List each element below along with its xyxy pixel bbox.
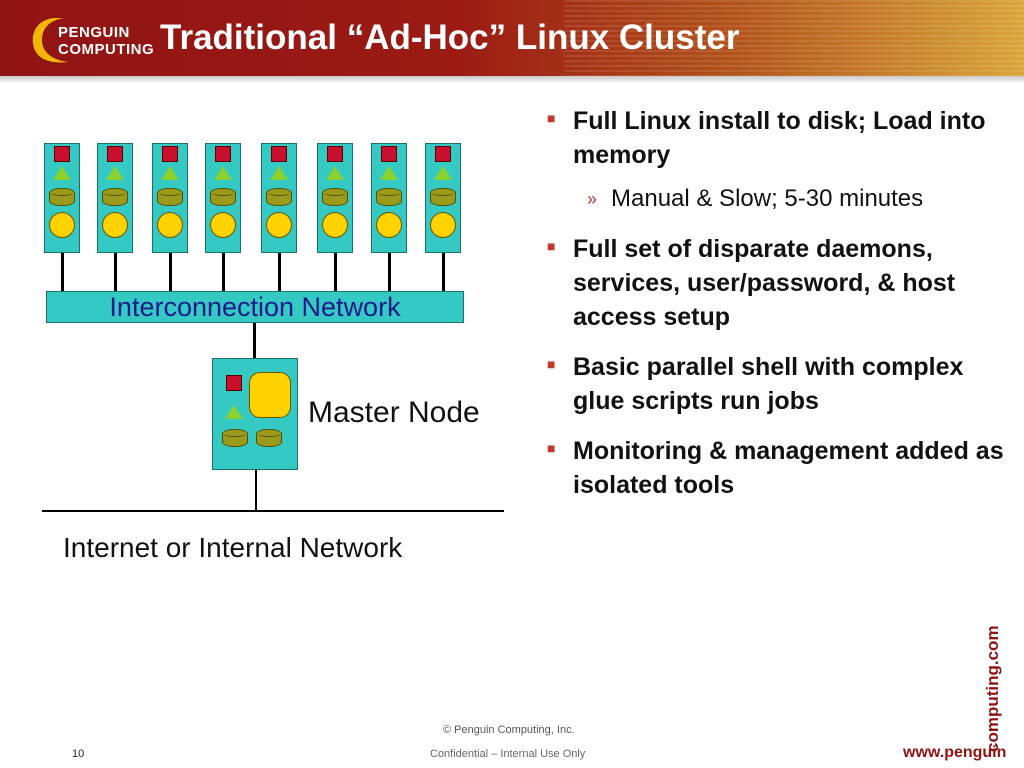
page-number: 10 <box>72 748 85 760</box>
bullet-text: Full set of disparate daemons, services,… <box>573 235 956 331</box>
node-cpu-square-icon <box>215 146 231 162</box>
master-node <box>212 358 298 470</box>
node-link-line <box>61 253 64 291</box>
node-triangle-icon <box>161 166 179 180</box>
slide-title: Traditional “Ad-Hoc” Linux Cluster <box>160 18 740 57</box>
node-processor-icon <box>157 212 183 238</box>
bullet-text: Basic parallel shell with complex glue s… <box>573 353 964 415</box>
node-disk-icon <box>102 188 128 206</box>
node-cpu-square-icon <box>107 146 123 162</box>
website-vertical-text: computing.com <box>983 625 1002 752</box>
node-cpu-square-icon <box>271 146 287 162</box>
node-triangle-icon <box>380 166 398 180</box>
bullet-item: ■ Monitoring & management added as isolat… <box>545 434 1005 502</box>
bullet-text: Full Linux install to disk; Load into me… <box>573 107 986 169</box>
node-link-line <box>334 253 337 291</box>
node-triangle-icon <box>53 166 71 180</box>
bullet-item: ■ Full set of disparate daemons, services… <box>545 232 1005 334</box>
node-link-line <box>222 253 225 291</box>
compute-node <box>97 143 133 253</box>
slide-header: PENGUIN COMPUTING Traditional “Ad-Hoc” L… <box>0 0 1024 76</box>
node-processor-icon <box>102 212 128 238</box>
node-triangle-icon <box>214 166 232 180</box>
website-text: www.penguin <box>903 744 1007 761</box>
compute-node <box>317 143 353 253</box>
node-link-line <box>388 253 391 291</box>
node-link-line <box>278 253 281 291</box>
node-cpu-square-icon <box>435 146 451 162</box>
bullet-square-icon: ■ <box>547 110 556 126</box>
node-cpu-square-icon <box>162 146 178 162</box>
internet-network-label: Internet or Internal Network <box>63 532 403 563</box>
logo-text-penguin: PENGUIN <box>58 24 130 41</box>
node-triangle-icon <box>434 166 452 180</box>
node-disk-icon <box>157 188 183 206</box>
compute-node <box>261 143 297 253</box>
master-node-label: Master Node <box>308 396 480 429</box>
copyright-text: © Penguin Computing, Inc. <box>443 724 575 736</box>
master-processor-icon <box>249 372 291 418</box>
header-divider <box>0 76 1024 82</box>
bullet-list: ■ Full Linux install to disk; Load into m… <box>545 104 1005 518</box>
master-triangle-icon <box>225 405 243 419</box>
node-processor-icon <box>322 212 348 238</box>
confidential-text: Confidential – Internal Use Only <box>430 748 586 760</box>
node-processor-icon <box>430 212 456 238</box>
node-cpu-square-icon <box>327 146 343 162</box>
sub-bullet-text: Manual & Slow; 5-30 minutes <box>611 185 924 212</box>
node-triangle-icon <box>326 166 344 180</box>
compute-node <box>44 143 80 253</box>
node-triangle-icon <box>106 166 124 180</box>
node-cpu-square-icon <box>381 146 397 162</box>
compute-node <box>205 143 241 253</box>
bullet-item: ■ Full Linux install to disk; Load into m… <box>545 104 1005 172</box>
node-disk-icon <box>430 188 456 206</box>
interconnection-network-box: Interconnection Network <box>46 291 464 323</box>
master-downlink-line <box>255 470 257 512</box>
node-disk-icon <box>210 188 236 206</box>
node-disk-icon <box>376 188 402 206</box>
bullet-square-icon: ■ <box>547 356 556 372</box>
sub-bullet-item: » Manual & Slow; 5-30 minutes <box>545 184 1005 214</box>
internet-network-line <box>42 510 504 512</box>
node-processor-icon <box>266 212 292 238</box>
node-cpu-square-icon <box>54 146 70 162</box>
node-disk-icon <box>49 188 75 206</box>
penguin-logo: PENGUIN COMPUTING <box>28 14 154 66</box>
master-disk-icon-1 <box>222 429 248 447</box>
logo-text-computing: COMPUTING <box>58 41 155 58</box>
bullet-square-icon: ■ <box>547 238 556 254</box>
node-link-line <box>442 253 445 291</box>
sub-bullet-chevron-icon: » <box>587 189 598 209</box>
master-uplink-line <box>253 323 256 358</box>
node-processor-icon <box>376 212 402 238</box>
master-disk-icon-2 <box>256 429 282 447</box>
compute-node <box>425 143 461 253</box>
logo-swoosh-icon <box>32 18 68 63</box>
bullet-square-icon: ■ <box>547 440 556 456</box>
master-cpu-square-icon <box>226 375 242 391</box>
node-disk-icon <box>322 188 348 206</box>
node-link-line <box>114 253 117 291</box>
header-stripes <box>564 0 1024 76</box>
bullet-text: Monitoring & management added as isolate… <box>573 437 1004 499</box>
compute-node <box>152 143 188 253</box>
node-triangle-icon <box>270 166 288 180</box>
bullet-item: ■ Basic parallel shell with complex glue … <box>545 350 1005 418</box>
compute-node <box>371 143 407 253</box>
node-disk-icon <box>266 188 292 206</box>
node-processor-icon <box>49 212 75 238</box>
node-processor-icon <box>210 212 236 238</box>
node-link-line <box>169 253 172 291</box>
